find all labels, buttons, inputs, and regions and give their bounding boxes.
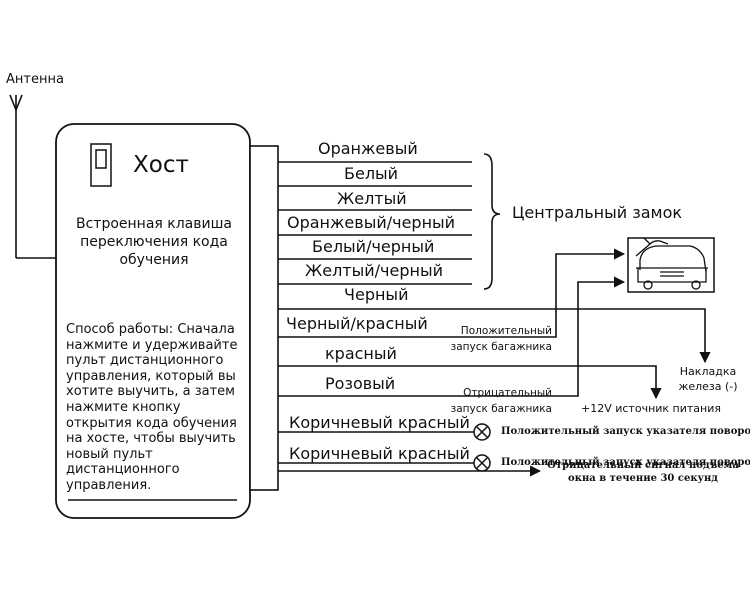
car-trunk-icon [627, 237, 715, 293]
wire-lines [278, 161, 711, 477]
wire-label-brown-red-1: Коричневый красный [289, 413, 470, 432]
wire-label-orange: Оранжевый [318, 139, 418, 158]
wire-label-white: Белый [344, 164, 399, 183]
trunk-positive-label: Положительный запуск багажника [450, 325, 552, 353]
wire-label-yellow: Желтый [337, 189, 407, 208]
antenna-icon [9, 94, 56, 259]
wire-label-white-black: Белый/черный [312, 237, 435, 256]
turn-signal-label-2: Положительный запуск указателя поворота [501, 457, 750, 468]
window-signal-label: Отрицательный сигнал подъема окна в тече… [547, 460, 739, 484]
wire-label-yellow-black: Желтый/черный [305, 261, 443, 280]
connector-block [249, 145, 279, 491]
wire-label-orange-black: Оранжевый/черный [287, 213, 456, 232]
wire-label-pink: Розовый [325, 374, 396, 393]
learn-key-icon [90, 143, 112, 187]
wire-label-brown-red-2: Коричневый красный [289, 444, 470, 463]
power-label: +12V источник питания [581, 402, 721, 415]
operation-method: Способ работы: Сначала нажмите и удержив… [66, 322, 238, 493]
central-lock-label: Центральный замок [512, 203, 683, 222]
wire-label-red: красный [325, 344, 397, 363]
central-lock-brace [483, 153, 501, 290]
host-title: Хост [133, 152, 189, 178]
wire-label-black: Черный [344, 285, 409, 304]
ground-label: Накладка железа (-) [678, 365, 738, 393]
learn-key-description: Встроенная клавиша переключения кода обу… [75, 216, 232, 268]
wire-label-black-red: Черный/красный [286, 314, 428, 333]
turn-signal-label-1: Положительный запуск указателя поворота [501, 426, 750, 437]
trunk-negative-label: Отрицательный запуск багажника [450, 387, 552, 415]
lamp-icon [473, 454, 491, 472]
antenna-label: Антенна [6, 72, 64, 87]
lamp-icon [473, 423, 491, 441]
